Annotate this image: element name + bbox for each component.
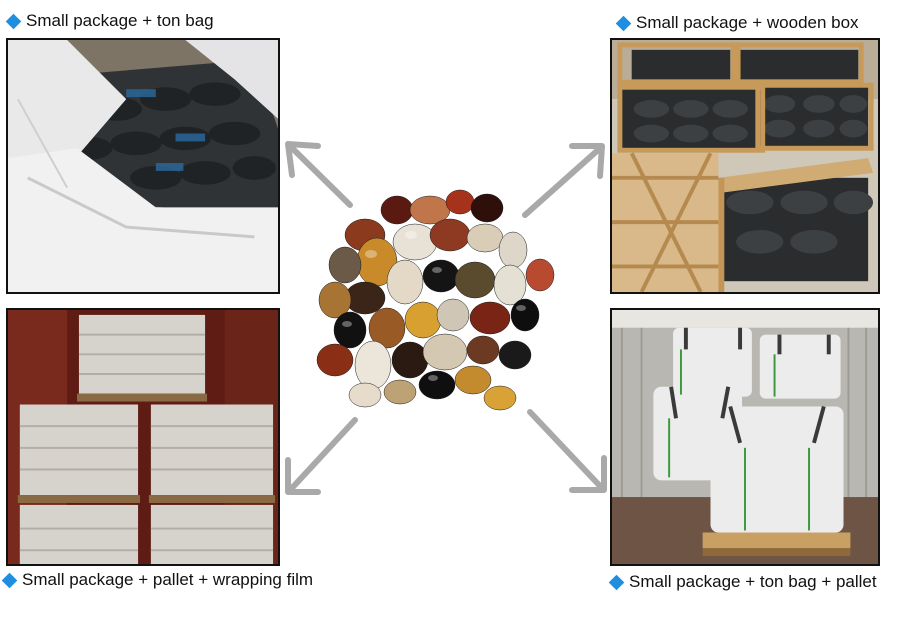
caption-text: Small package + wooden box [636, 13, 859, 32]
arrow-to-bottom-right [527, 409, 603, 489]
arrow-head-top-left-icon [285, 141, 321, 178]
wooden-box-photo [610, 38, 880, 294]
ton-bag-photo [6, 38, 280, 294]
diamond-bullet-icon [1, 572, 18, 588]
caption-text: Small package + ton bag + pallet [629, 572, 877, 591]
caption-top-left: Small package + ton bag [5, 11, 214, 31]
caption-bottom-left: Small package + pallet + wrapping film [1, 570, 314, 590]
caption-text: Small package + pallet + wrapping film [22, 570, 314, 589]
caption-bottom-right: Small package + ton bag + pallet [608, 572, 877, 592]
caption-top-right: Small package + wooden box [615, 13, 859, 33]
arrow-to-bottom-left [289, 417, 358, 491]
diamond-bullet-icon [615, 15, 632, 31]
arrow-head-bottom-left-icon [285, 457, 321, 495]
diamond-bullet-icon [5, 13, 22, 29]
arrow-head-bottom-right-icon [569, 455, 607, 493]
ton-bag-pallet-photo [610, 308, 880, 566]
caption-text: Small package + ton bag [26, 11, 214, 30]
polished-pebbles-photo [305, 180, 565, 420]
diamond-bullet-icon [608, 574, 625, 590]
pallet-wrapping-film-photo [6, 308, 280, 566]
arrow-head-top-right-icon [569, 143, 605, 179]
